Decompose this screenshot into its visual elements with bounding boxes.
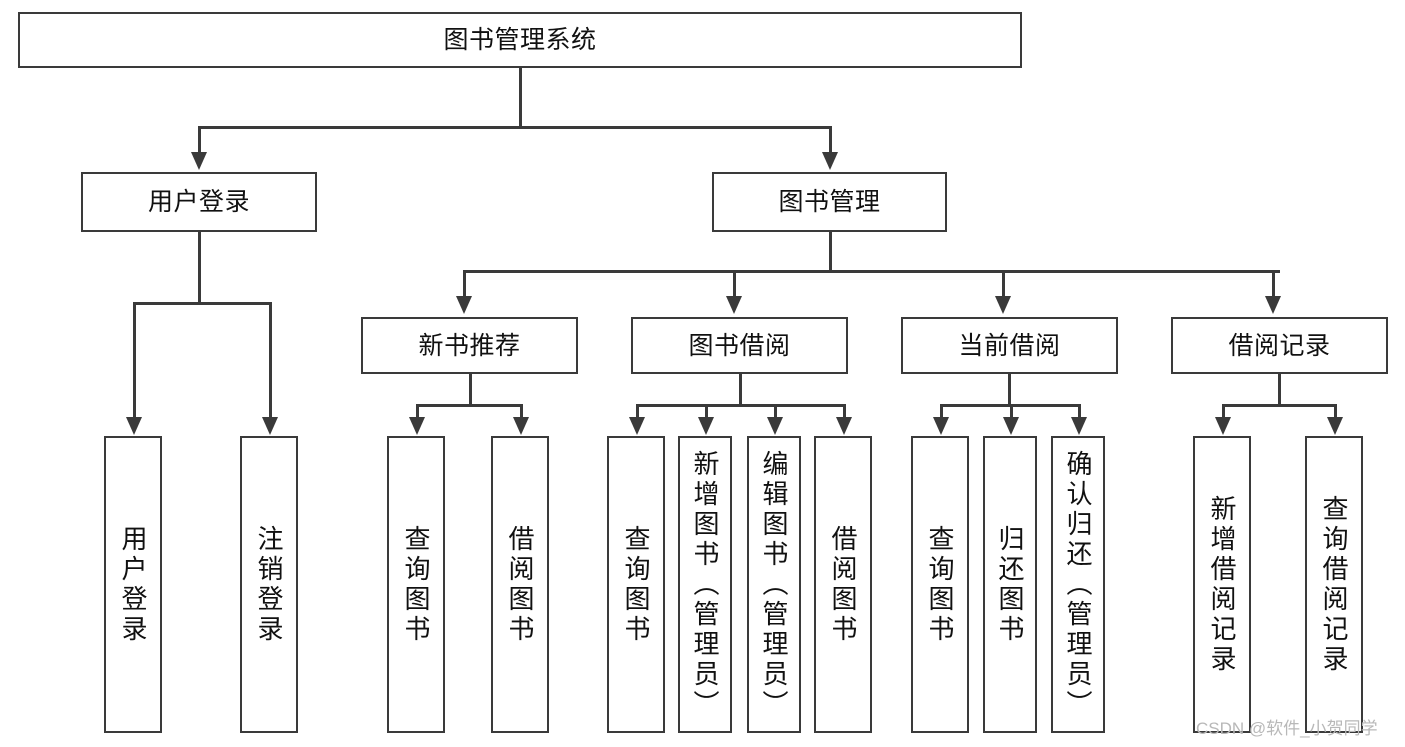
- arrowhead-leaf-query-record: [1327, 417, 1343, 435]
- arrowhead-user-login: [191, 152, 207, 170]
- arrowhead-leaf-query-book-1: [409, 417, 425, 435]
- arrowhead-leaf-return-book: [1003, 417, 1019, 435]
- arrowhead-leaf-logout-login: [262, 417, 278, 435]
- csdn-watermark: CSDN @软件_小贺同学: [1196, 719, 1378, 738]
- node-label: 查询借阅记录: [1319, 494, 1349, 675]
- edge-borrow-record-to-leaf1: [1222, 404, 1225, 420]
- node-label: 借阅记录: [1228, 331, 1331, 360]
- node-leaf-confirm-return[interactable]: 确认归还（管理员）: [1051, 436, 1105, 733]
- edge-user-login-to-leaf2: [269, 302, 272, 420]
- node-borrow-record[interactable]: 借阅记录: [1171, 317, 1388, 374]
- arrowhead-leaf-query-book-3: [933, 417, 949, 435]
- node-leaf-query-record[interactable]: 查询借阅记录: [1305, 436, 1363, 733]
- node-label: 确认归还（管理员）: [1063, 449, 1093, 720]
- edge-new-book-to-leaf1: [416, 404, 419, 420]
- edge-root-bus: [198, 126, 832, 129]
- edge-user-login-to-leaf1: [133, 302, 136, 420]
- node-label: 图书管理: [778, 188, 881, 216]
- edge-current-borrow-stem: [1008, 374, 1011, 406]
- node-root-book-management-system[interactable]: 图书管理系统: [18, 12, 1022, 68]
- edge-book-manage-to-new-book: [463, 270, 466, 298]
- node-label: 新书推荐: [418, 331, 521, 360]
- node-leaf-query-book-3[interactable]: 查询图书: [911, 436, 969, 733]
- arrowhead-current-borrow: [995, 296, 1011, 314]
- arrowhead-borrow-record: [1265, 296, 1281, 314]
- node-leaf-add-record[interactable]: 新增借阅记录: [1193, 436, 1251, 733]
- edge-new-book-stem: [469, 374, 472, 406]
- edge-user-login-stem: [198, 232, 201, 303]
- edge-book-borrow-to-leaf4: [843, 404, 846, 420]
- edge-current-borrow-to-leaf2: [1010, 404, 1013, 420]
- node-label: 图书管理系统: [443, 26, 597, 54]
- node-label: 借阅图书: [828, 524, 858, 645]
- edge-root-stem: [519, 68, 522, 127]
- edge-new-book-to-leaf2: [520, 404, 523, 420]
- edge-borrow-record-stem: [1278, 374, 1281, 406]
- node-book-borrow[interactable]: 图书借阅: [631, 317, 848, 374]
- node-leaf-borrow-book-2[interactable]: 借阅图书: [814, 436, 872, 733]
- edge-book-manage-bus: [463, 270, 1280, 273]
- arrowhead-leaf-confirm-return: [1071, 417, 1087, 435]
- edge-book-manage-to-borrow-record: [1272, 270, 1275, 298]
- edge-current-borrow-to-leaf3: [1078, 404, 1081, 420]
- edge-borrow-record-bus: [1222, 404, 1336, 407]
- node-label: 用户登录: [118, 524, 148, 645]
- node-leaf-logout-login[interactable]: 注销登录: [240, 436, 298, 733]
- node-label: 借阅图书: [505, 524, 535, 645]
- arrowhead-leaf-query-book-2: [629, 417, 645, 435]
- edge-book-borrow-bus: [636, 404, 845, 407]
- arrowhead-leaf-edit-book: [767, 417, 783, 435]
- node-label: 图书借阅: [688, 331, 791, 360]
- edge-book-borrow-to-leaf1: [636, 404, 639, 420]
- arrowhead-leaf-add-record: [1215, 417, 1231, 435]
- node-label: 用户登录: [147, 188, 250, 216]
- node-new-book-recommend[interactable]: 新书推荐: [361, 317, 578, 374]
- edge-book-manage-to-book-borrow: [733, 270, 736, 298]
- node-leaf-user-login[interactable]: 用户登录: [104, 436, 162, 733]
- arrowhead-book-borrow: [726, 296, 742, 314]
- arrowhead-leaf-borrow-book-2: [836, 417, 852, 435]
- node-leaf-return-book[interactable]: 归还图书: [983, 436, 1037, 733]
- edge-book-manage-to-current-borrow: [1002, 270, 1005, 298]
- node-current-borrow[interactable]: 当前借阅: [901, 317, 1118, 374]
- edge-user-login-bus: [133, 302, 270, 305]
- node-leaf-query-book-1[interactable]: 查询图书: [387, 436, 445, 733]
- edge-book-borrow-to-leaf2: [705, 404, 708, 420]
- arrowhead-new-book-recommend: [456, 296, 472, 314]
- edge-root-to-user-login: [198, 126, 201, 156]
- arrowhead-leaf-borrow-book-1: [513, 417, 529, 435]
- node-leaf-add-book[interactable]: 新增图书（管理员）: [678, 436, 732, 733]
- node-label: 查询图书: [925, 524, 955, 645]
- arrowhead-book-manage: [822, 152, 838, 170]
- node-label: 当前借阅: [958, 331, 1061, 360]
- node-label: 新增图书（管理员）: [690, 449, 720, 720]
- edge-root-to-book-manage: [829, 126, 832, 156]
- arrowhead-leaf-user-login: [126, 417, 142, 435]
- node-label: 新增借阅记录: [1207, 494, 1237, 675]
- node-label: 查询图书: [401, 524, 431, 645]
- arrowhead-leaf-add-book: [698, 417, 714, 435]
- node-label: 查询图书: [621, 524, 651, 645]
- edge-current-borrow-to-leaf1: [940, 404, 943, 420]
- edge-book-manage-stem: [829, 232, 832, 272]
- node-book-management[interactable]: 图书管理: [712, 172, 947, 232]
- node-leaf-query-book-2[interactable]: 查询图书: [607, 436, 665, 733]
- node-leaf-borrow-book-1[interactable]: 借阅图书: [491, 436, 549, 733]
- node-leaf-edit-book[interactable]: 编辑图书（管理员）: [747, 436, 801, 733]
- edge-new-book-bus: [416, 404, 522, 407]
- edge-borrow-record-to-leaf2: [1334, 404, 1337, 420]
- node-label: 归还图书: [995, 524, 1025, 645]
- edge-book-borrow-stem: [739, 374, 742, 406]
- node-label: 编辑图书（管理员）: [759, 449, 789, 720]
- node-user-login[interactable]: 用户登录: [81, 172, 317, 232]
- node-label: 注销登录: [254, 524, 284, 645]
- edge-book-borrow-to-leaf3: [774, 404, 777, 420]
